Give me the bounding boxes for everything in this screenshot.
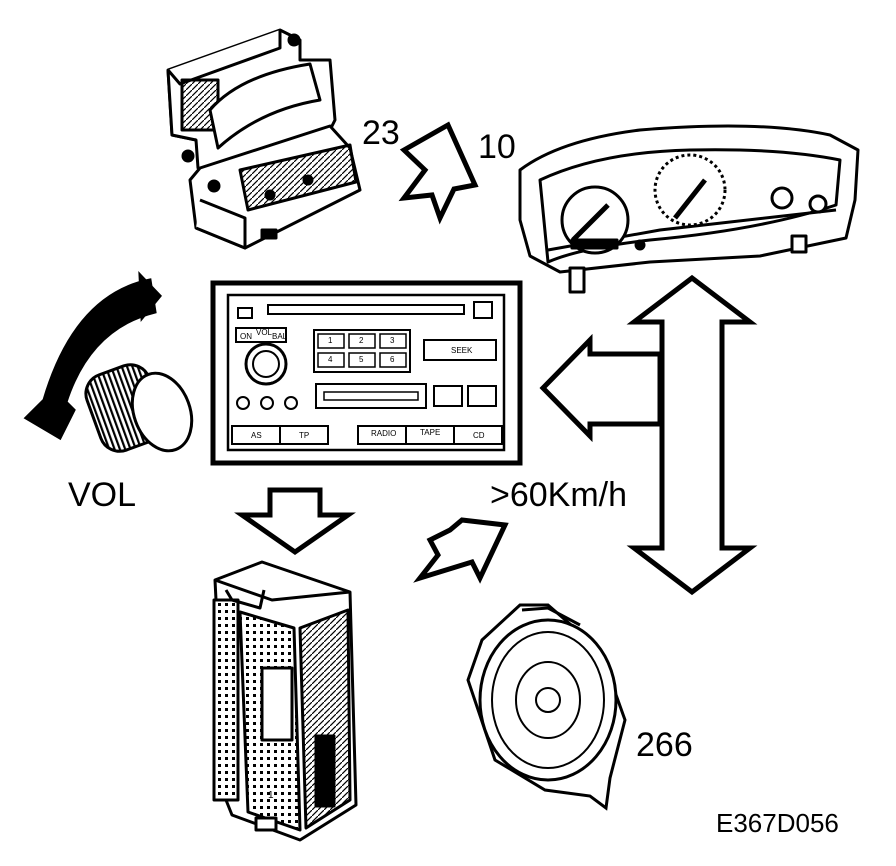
radio-preset-5: 5 [359, 355, 364, 364]
radio-preset-6: 6 [390, 355, 395, 364]
double-arrow-cluster-speaker [626, 274, 758, 596]
radio-preset-1: 1 [328, 336, 333, 345]
label-ref-23: 23 [362, 114, 400, 152]
arrow-to-speaker [413, 517, 509, 584]
figure-code: E367D056 [716, 808, 839, 838]
radio-preset-2: 2 [359, 336, 364, 345]
radio-label-cd: CD [473, 431, 485, 440]
arrow-module-to-cluster [398, 121, 479, 225]
instrument-cluster [518, 124, 860, 294]
label-ref-266: 266 [636, 726, 693, 764]
radio-label-tape: TAPE [420, 428, 441, 437]
radio-label-seek: SEEK [451, 346, 473, 355]
control-module [166, 28, 362, 250]
label-ref-10: 10 [478, 128, 516, 166]
label-speed: >60Km/h [490, 476, 628, 514]
radio-head-unit [210, 280, 523, 466]
radio-label-on: ON [240, 332, 252, 341]
radio-label-vol: VOL [256, 328, 273, 337]
arrow-to-amplifier [234, 487, 356, 556]
radio-label-bal: BAL [272, 332, 288, 341]
radio-preset-4: 4 [328, 355, 333, 364]
radio-label-tp: TP [299, 431, 310, 440]
amplifier [212, 560, 358, 842]
radio-label-as: AS [251, 431, 262, 440]
label-vol: VOL [68, 476, 137, 514]
arrow-to-radio [539, 333, 663, 443]
radio-label-radio: RADIO [371, 429, 397, 438]
amplifier-marking: 1 [268, 790, 274, 801]
volume-knob [23, 271, 194, 453]
radio-preset-3: 3 [390, 336, 395, 345]
speaker [466, 603, 627, 811]
